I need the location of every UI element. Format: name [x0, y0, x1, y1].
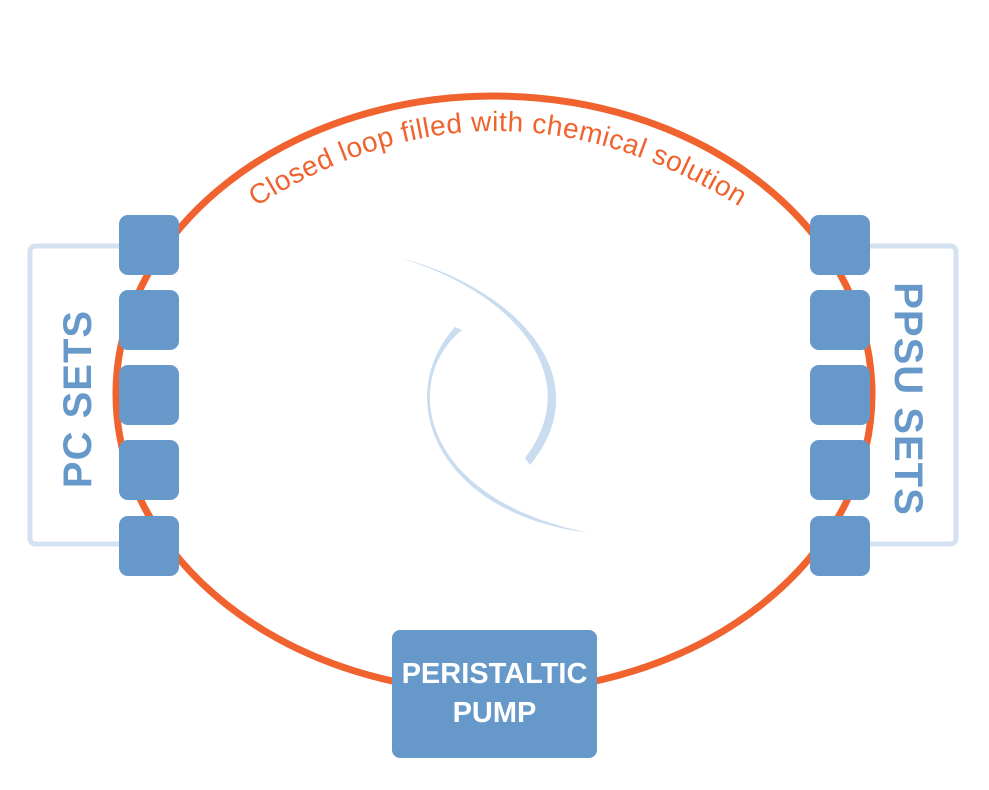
pc-connector	[119, 290, 179, 350]
pc-connector	[119, 516, 179, 576]
ppsu-sets-label: PPSU SETS	[886, 282, 930, 516]
ppsu-connector	[810, 365, 870, 425]
ppsu-connector	[810, 440, 870, 500]
pc-connector	[119, 215, 179, 275]
pump-label-line2: PUMP	[452, 697, 537, 729]
ppsu-connector	[810, 215, 870, 275]
peristaltic-pump-box: PERISTALTIC PUMP	[392, 630, 597, 758]
loop-label: Closed loop filled with chemical solutio…	[243, 106, 753, 212]
pc-connector	[119, 365, 179, 425]
closed-loop-line	[112, 92, 876, 696]
ppsu-connector	[810, 290, 870, 350]
pc-connector	[119, 440, 179, 500]
pc-sets-bracket	[27, 243, 120, 547]
ppsu-sets-bracket	[869, 243, 959, 547]
ppsu-connector	[810, 516, 870, 576]
pump-label-line1: PERISTALTIC	[401, 658, 588, 690]
logo-swirl-icon	[401, 258, 590, 533]
pc-sets-label: PC SETS	[56, 309, 100, 489]
